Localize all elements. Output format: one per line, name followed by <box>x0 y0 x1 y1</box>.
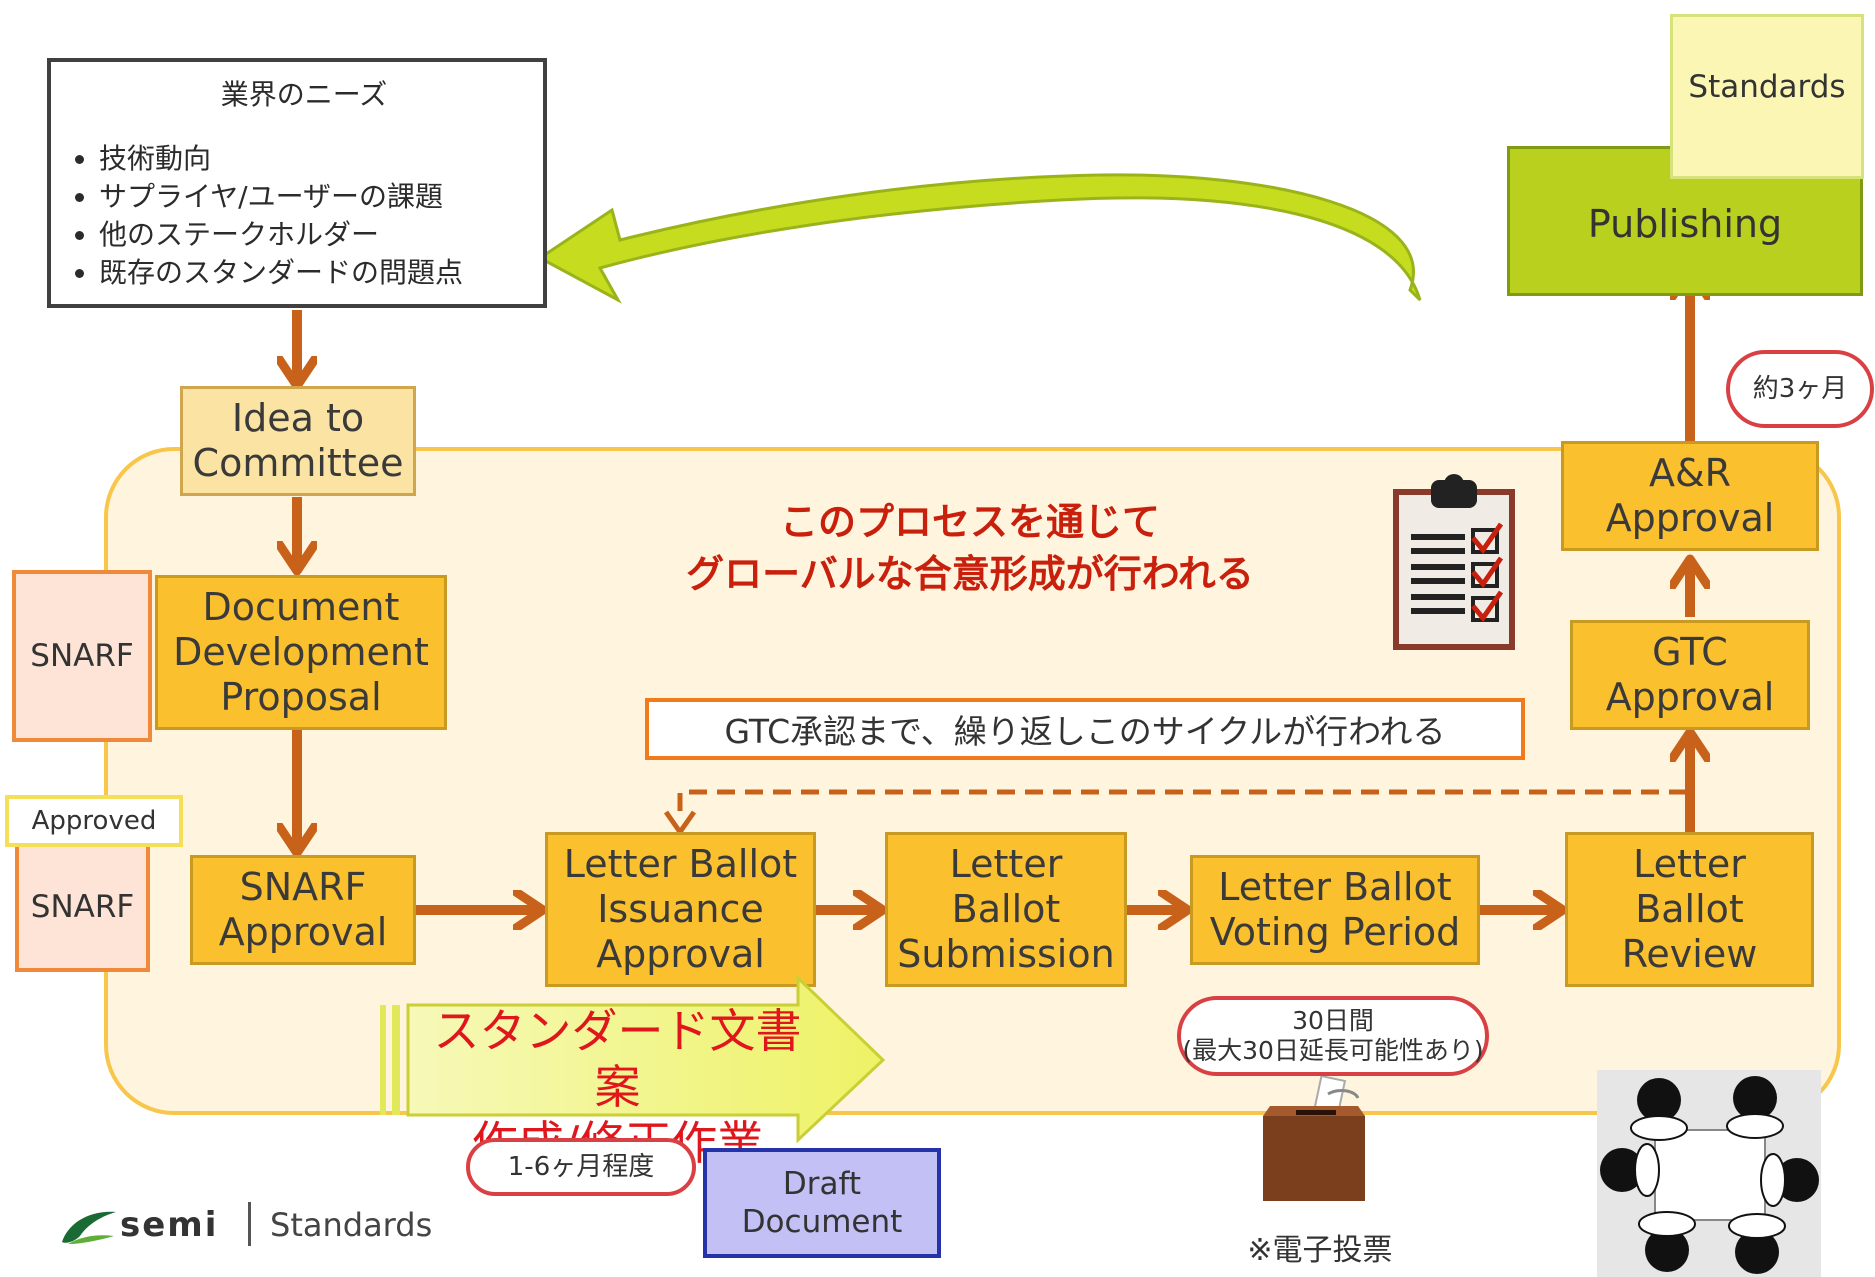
ballot-box-icon <box>1263 1076 1365 1201</box>
step-idea-to-committee: Idea to Committee <box>180 386 416 496</box>
needs-item: 他のステークホルダー <box>99 216 543 254</box>
standards-document: Standards <box>1670 14 1864 179</box>
step-letter-ballot-voting: Letter Ballot Voting Period <box>1190 855 1480 965</box>
needs-item: 技術動向 <box>99 140 543 178</box>
step-gtc-approval: GTC Approval <box>1570 620 1810 730</box>
checklist-icon <box>1393 474 1515 650</box>
approved-snarf-document: SNARF <box>15 842 150 972</box>
meeting-people-icon <box>1597 1070 1821 1277</box>
needs-title: 業界のニーズ <box>220 78 388 111</box>
cycle-loop-dashed <box>677 789 1689 820</box>
drafting-label: スタンダード文書案 作成/修正作業 <box>433 1004 802 1170</box>
voting-duration: 30日間 (最大30日延長可能性あり) <box>1177 996 1489 1076</box>
snarf-document: SNARF <box>12 570 152 742</box>
approved-tag: Approved <box>5 795 183 847</box>
semi-logo-icon <box>62 1211 116 1244</box>
consensus-region <box>104 447 1841 1115</box>
evote-caption: ※電子投票 <box>1247 1233 1393 1268</box>
cycle-note: GTC承認まで、繰り返しこのサイクルが行われる <box>645 698 1525 760</box>
drafting-duration: 1-6ヶ月程度 <box>466 1138 696 1196</box>
step-letter-ballot-review: Letter Ballot Review <box>1565 832 1814 987</box>
publishing-duration: 約3ヶ月 <box>1726 350 1874 428</box>
logo-divider <box>248 1202 251 1246</box>
step-letter-ballot-issuance: Letter Ballot Issuance Approval <box>545 832 816 987</box>
step-ar-approval: A&R Approval <box>1561 441 1819 551</box>
step-snarf-approval: SNARF Approval <box>190 855 416 965</box>
needs-item: 既存のスタンダードの問題点 <box>99 254 543 292</box>
center-title: このプロセスを通じて グローバルな合意形成が行われる <box>686 500 1254 596</box>
industry-needs-box: 業界のニーズ 技術動向 サプライヤ/ユーザーの課題 他のステークホルダー 既存の… <box>47 58 547 308</box>
step-document-development-proposal: Document Development Proposal <box>155 575 447 730</box>
drafting-arrow-icon <box>380 975 886 1143</box>
logo-section: Standards <box>270 1206 433 1244</box>
return-arrow-icon <box>537 173 1422 304</box>
semi-brand: semi <box>120 1205 219 1245</box>
needs-list: 技術動向 サプライヤ/ユーザーの課題 他のステークホルダー 既存のスタンダードの… <box>65 140 543 292</box>
publishing-label: Publishing <box>1587 202 1783 246</box>
needs-item: サプライヤ/ユーザーの課題 <box>99 178 543 216</box>
draft-document: Draft Document <box>703 1148 941 1258</box>
step-letter-ballot-submission: Letter Ballot Submission <box>885 832 1127 987</box>
